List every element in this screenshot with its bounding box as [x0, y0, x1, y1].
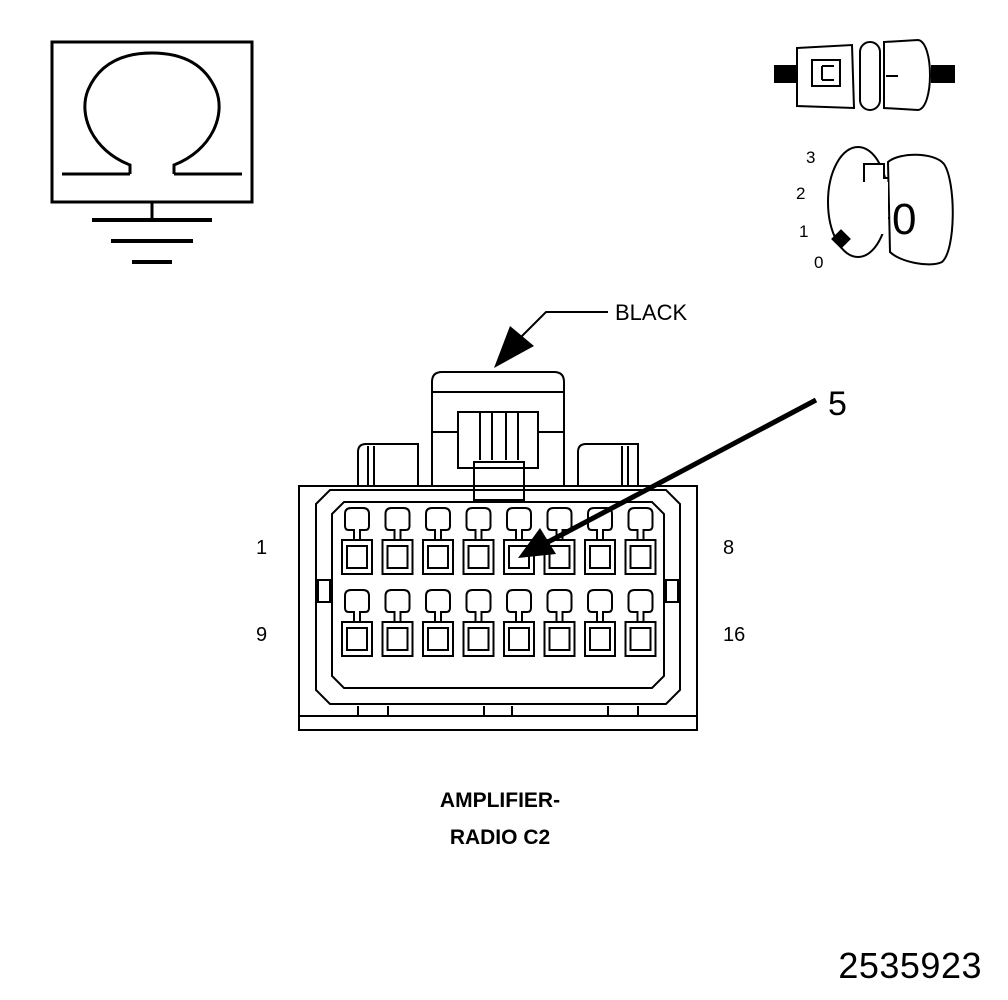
pin-cavity-5	[503, 507, 535, 575]
pin-label-1: 1	[256, 537, 267, 559]
pin-cavity-1	[341, 507, 373, 575]
pin-label-9: 9	[256, 624, 267, 646]
ignition-position-0: 0	[814, 253, 823, 272]
connector-title-line1: AMPLIFIER-	[439, 789, 561, 812]
pin-cavity-10	[381, 589, 414, 657]
connector-title-line2: RADIO C2	[449, 826, 551, 849]
pin-cavity-12	[462, 589, 495, 657]
ignition-key-label: 0	[892, 195, 916, 244]
ignition-position-1: 1	[799, 222, 808, 241]
pin-cavity-3	[422, 507, 454, 575]
pin-label-16: 16	[723, 624, 745, 646]
pin-label-8: 8	[723, 537, 734, 559]
ignition-position-2: 2	[796, 184, 805, 203]
pin-cavity-15	[584, 589, 616, 657]
figure-number: 2535923	[838, 945, 982, 986]
connector-disconnect-icon	[774, 38, 955, 112]
ignition-position-3: 3	[806, 148, 815, 167]
connector-body	[298, 371, 698, 731]
pin-cavity-2	[381, 507, 414, 575]
connector-color-label: BLACK	[615, 300, 687, 325]
color-callout-leader	[494, 311, 608, 368]
pin-cavity-4	[462, 507, 495, 575]
pin-cavity-8	[624, 507, 657, 575]
pin-callout-number: 5	[828, 385, 847, 423]
pin-cavity-grid	[341, 507, 657, 657]
pin-cavity-16	[624, 589, 657, 657]
ohmmeter-ground-icon	[50, 40, 254, 264]
pin-cavity-14	[543, 589, 576, 657]
ignition-key-off-icon: 3 2 1 0 0	[796, 146, 954, 272]
pin-callout-arrow	[518, 397, 818, 558]
pin-cavity-9	[341, 589, 373, 657]
pin-cavity-13	[503, 589, 535, 657]
pin-cavity-11	[422, 589, 454, 657]
